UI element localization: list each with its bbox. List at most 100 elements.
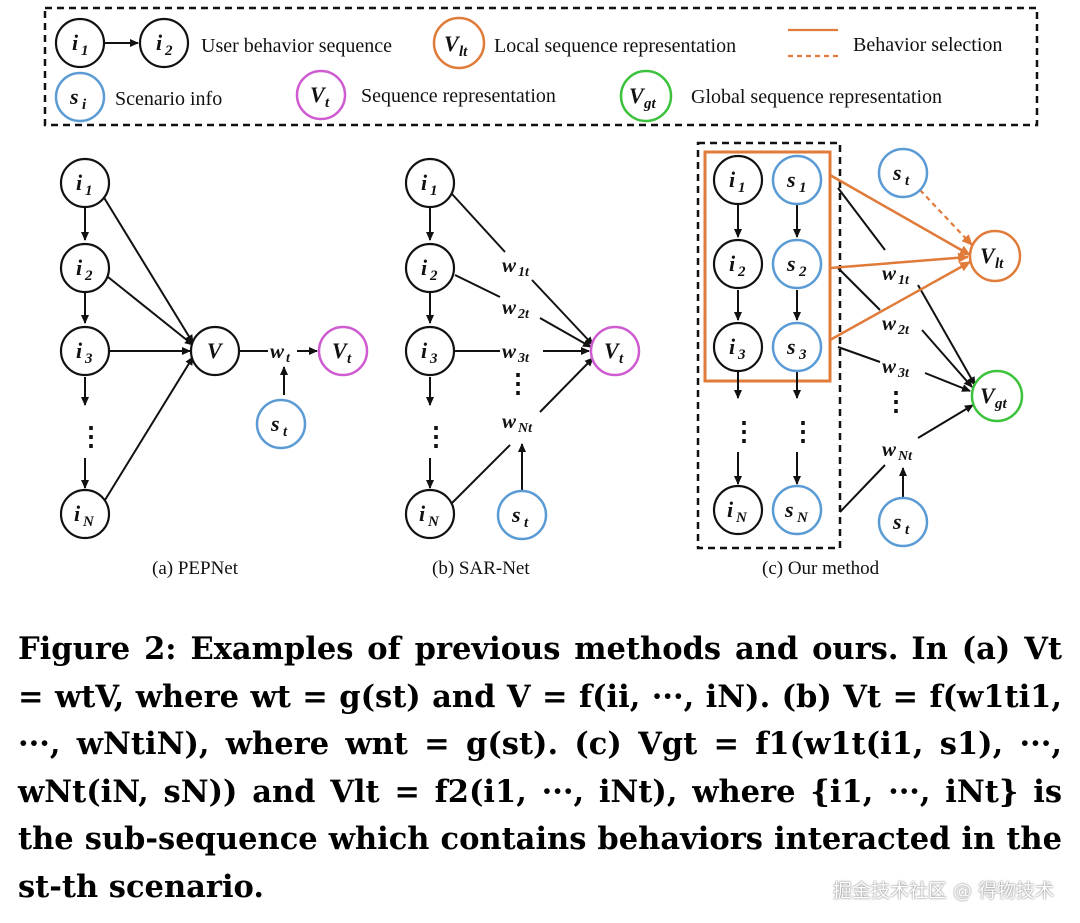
svg-text:t: t [283,424,288,440]
svg-text:lt: lt [995,256,1004,272]
svg-text:V: V [207,338,224,363]
svg-text:1t: 1t [898,273,910,288]
svg-text:V: V [980,383,997,408]
legend-node-i2-sub: 2 [164,43,173,59]
svg-text:w: w [502,339,517,363]
svg-text:N: N [735,510,748,526]
svg-text:s: s [892,160,902,185]
legend-box [43,6,1039,127]
panel-c-orange-box [703,150,832,383]
svg-text:N: N [796,510,809,526]
panel-b-ellipsis: ⋮ [423,422,449,451]
panel-c-weight-ellipsis: ⋮ [883,387,909,416]
svg-text:w: w [882,354,897,378]
svg-text:2t: 2t [517,307,530,322]
svg-text:s: s [511,502,521,527]
svg-text:2: 2 [798,264,807,280]
edge-b-iN-wNt [451,444,511,504]
svg-text:gt: gt [994,396,1008,412]
svg-text:3: 3 [84,351,93,367]
edge-b-w2t-vt [539,317,592,348]
svg-text:w: w [882,261,897,285]
svg-text:w: w [502,409,517,433]
figure-caption: Figure 2: Examples of previous methods a… [18,626,1062,911]
legend-node-i2-var: i [156,30,163,55]
svg-text:3: 3 [798,347,807,363]
legend-seqrep-label: Sequence representation [361,85,556,107]
svg-text:2: 2 [737,264,746,280]
legend-node-i2 [138,17,190,69]
edge-c-w1t-vgt [917,284,976,386]
svg-text:s: s [786,167,796,192]
edge-b-i2-w2t [454,274,501,298]
svg-text:i: i [76,170,83,195]
edge-c-st-vlt-dashed [919,189,973,246]
panel-c-item-ellipsis: ⋮ [731,417,757,446]
svg-text:t: t [905,522,910,538]
svg-text:i: i [421,170,428,195]
edge-b-i1-w1t [451,193,506,253]
legend-sequence: i 1 i 2 User behavior sequence [54,17,392,69]
edge-c-rowN-wNt [839,464,886,513]
edge-b-wNt-vt [539,357,594,413]
legend-node-vlt [432,16,486,70]
edge-a-iN-v [104,356,194,501]
svg-text:V: V [332,338,349,363]
legend-vt-var: V [310,82,327,107]
panel-b-caption: (b) SAR-Net [432,558,530,579]
svg-text:i: i [76,338,83,363]
svg-text:N: N [427,514,440,530]
caption-text: In (a) Vt = wtV, where wt = g(st) and V … [18,631,1062,905]
legend-global: V gt Global sequence representation [619,69,942,123]
svg-text:s: s [786,334,796,359]
panel-a-ellipsis: ⋮ [78,422,104,451]
svg-text:N: N [82,514,95,530]
svg-text:t: t [905,173,910,189]
svg-text:2: 2 [429,268,438,284]
panel-a-caption: (a) PEPNet [152,558,239,579]
svg-text:i: i [729,251,736,276]
svg-text:t: t [619,351,624,367]
legend-node-si [54,71,106,123]
legend-vt-sub: t [325,95,330,111]
svg-text:t: t [286,351,291,366]
svg-text:w: w [882,311,897,335]
edge-c-box-row2-vlt [829,252,969,270]
legend-scenario: s i Scenario info [54,71,222,123]
svg-text:s: s [270,411,280,436]
svg-text:i: i [419,501,426,526]
legend-global-label: Global sequence representation [691,86,942,108]
panel-c-caption: (c) Our method [762,558,880,579]
legend-vgt-sub: gt [643,96,657,112]
edge-b-w1t-vt [531,279,594,346]
svg-text:w: w [270,339,285,363]
caption-label: Figure 2: Examples of previous methods a… [18,631,899,667]
edge-a-i2-v [107,276,194,346]
svg-text:1: 1 [85,183,93,199]
legend-vlt-var: V [444,31,461,56]
svg-text:s: s [784,497,794,522]
svg-text:i: i [421,338,428,363]
panel-b-weight-ellipsis: ⋮ [505,369,531,398]
legend-local-label: Local sequence representation [494,35,736,57]
